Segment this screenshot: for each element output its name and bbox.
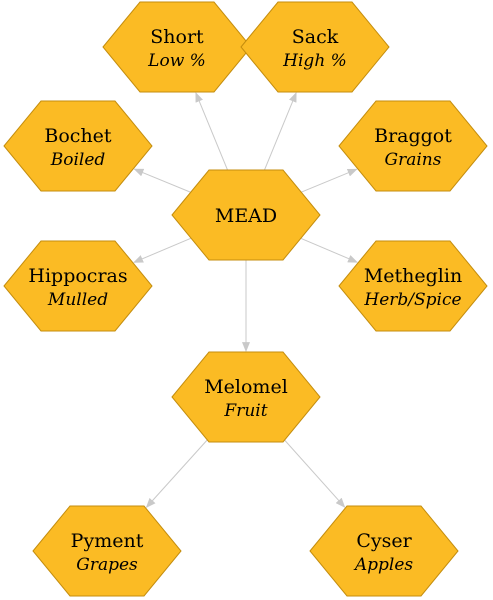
node-bochet-subtitle: Boiled (50, 150, 106, 170)
node-melomel-name: Melomel (204, 376, 288, 398)
node-sack-name: Sack (292, 26, 339, 48)
edge-mead-to-short (195, 91, 234, 183)
node-pyment-name: Pyment (71, 530, 144, 552)
node-hippocras-name: Hippocras (28, 265, 127, 287)
node-melomel-subtitle: Fruit (223, 401, 267, 421)
edges-layer (133, 91, 358, 508)
node-metheglin-subtitle: Herb/Spice (363, 290, 461, 310)
node-bochet-hexagon (3, 100, 153, 192)
node-braggot-hexagon (338, 100, 488, 192)
node-braggot-name: Braggot (374, 125, 452, 147)
node-hippocras-subtitle: Mulled (47, 290, 108, 310)
node-bochet-name: Bochet (44, 125, 112, 147)
node-short-subtitle: Low % (147, 51, 206, 71)
edge-mead-to-sack (258, 91, 297, 183)
node-sack-hexagon (240, 1, 390, 93)
node-metheglin-hexagon (338, 240, 488, 332)
node-cyser-subtitle: Apples (353, 555, 414, 575)
node-metheglin-name: Metheglin (364, 265, 462, 287)
node-mead-name: MEAD (215, 205, 277, 227)
node-mead-hexagon (171, 169, 321, 261)
edge-melomel-to-pyment (145, 427, 219, 508)
node-short-name: Short (150, 26, 204, 48)
node-melomel-hexagon (171, 351, 321, 443)
node-braggot-subtitle: Grains (385, 150, 442, 170)
node-mead: MEAD (171, 169, 321, 261)
node-cyser-name: Cyser (356, 530, 412, 552)
node-sack-subtitle: High % (282, 51, 347, 71)
edge-melomel-to-cyser (273, 427, 346, 508)
node-cyser-hexagon (309, 505, 459, 597)
node-pyment-hexagon (32, 505, 182, 597)
node-hippocras-hexagon (3, 240, 153, 332)
node-pyment-subtitle: Grapes (76, 555, 138, 575)
